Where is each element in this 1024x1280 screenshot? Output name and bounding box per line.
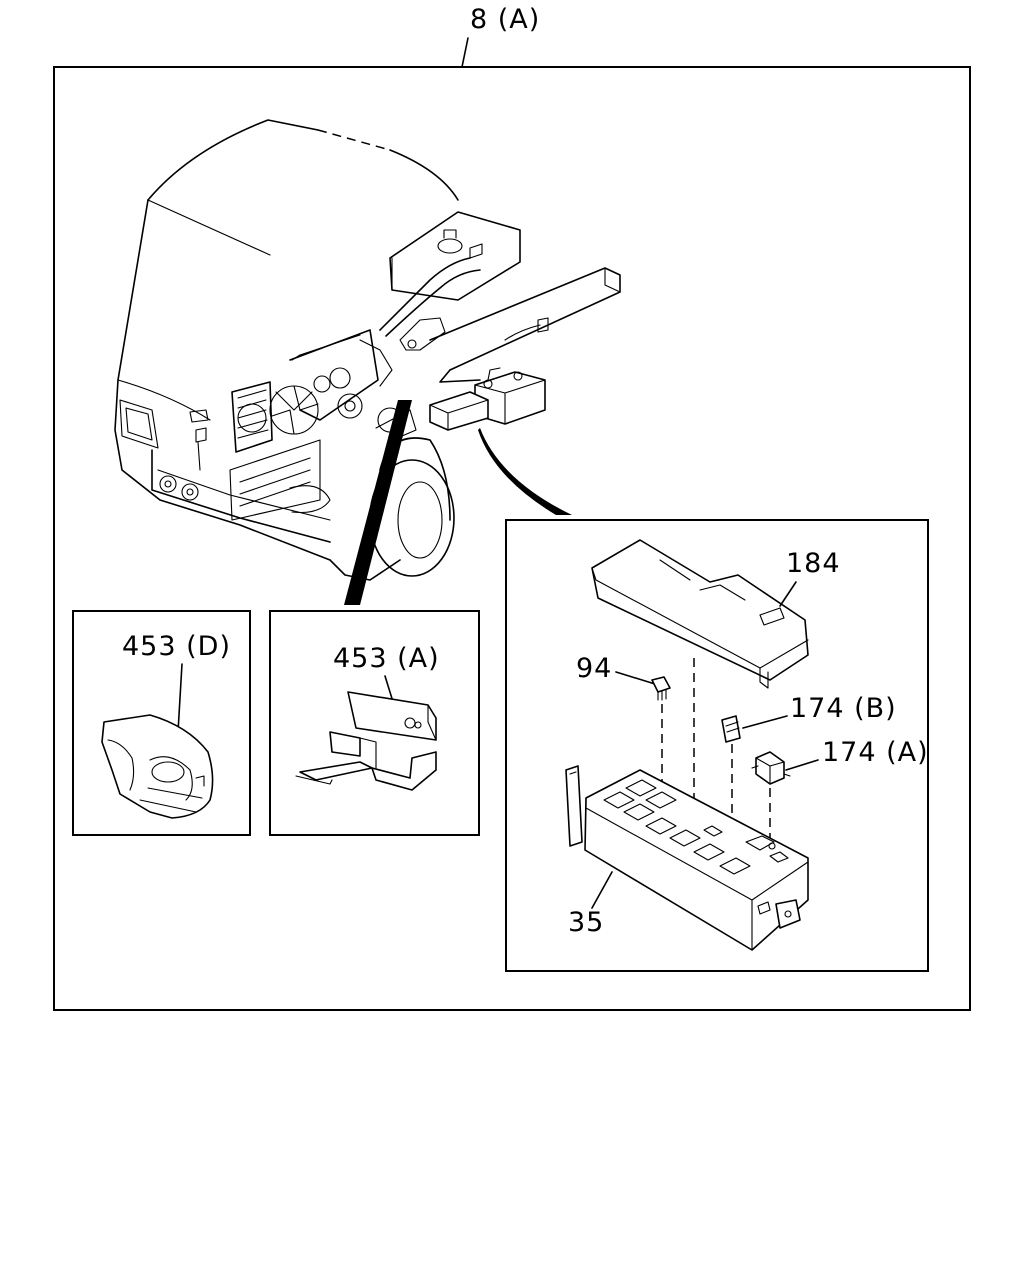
bracket-453a-part [295,691,437,791]
label-453d: 453 (D) [122,631,231,662]
leader-184 [779,581,797,607]
callout-pointer-453a [344,400,412,605]
label-453a: 453 (A) [333,643,440,674]
fuse-box-part [565,765,809,951]
detail-frame-fusebox [505,519,929,972]
bracket-453d-part [101,714,214,819]
label-35: 35 [568,907,604,938]
fuse-box-cover-part [591,539,809,689]
main-label-leader [461,37,469,68]
callout-pointer-fusebox [478,428,572,515]
label-184: 184 [786,548,841,579]
leader-174b [742,715,788,729]
relay-174a-part [751,751,791,785]
truck-illustration [114,119,621,605]
label-94: 94 [576,653,612,684]
leader-453d [177,663,183,733]
leader-35 [591,871,613,909]
relay-174b-part [721,715,741,743]
leader-94 [615,671,656,685]
fuse-part [651,676,671,701]
detail-frame-453d [72,610,251,836]
detail-frame-453a [269,610,480,836]
main-label: 8 (A) [470,4,540,35]
outer-frame [53,66,971,1011]
leader-174a [785,759,819,771]
label-174b: 174 (B) [790,693,897,724]
label-174a: 174 (A) [822,737,929,768]
